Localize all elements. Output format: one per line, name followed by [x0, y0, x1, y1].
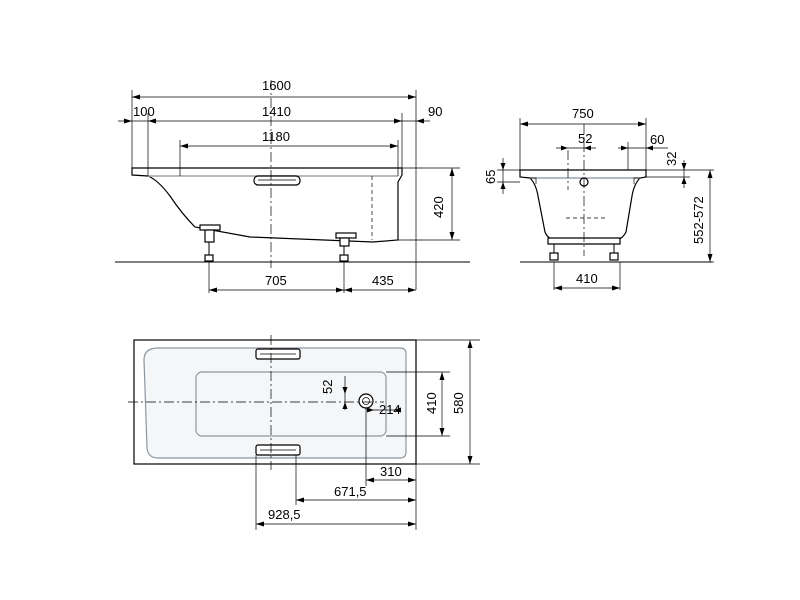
dim-end-drain-offset: 52: [556, 131, 596, 151]
plan-handle-top: [255, 348, 301, 360]
end-view: 750 52 60 65 32 552-572: [483, 106, 714, 291]
dim-plan-bottom-width: 410: [424, 372, 445, 436]
dim-plan-overall-width: 580: [451, 340, 473, 464]
dim-plan-handle-distance: 671,5: [296, 484, 416, 503]
dim-label-left-rim: 100: [133, 104, 155, 119]
side-view: 1600 100 1410 90 1180 420: [115, 78, 470, 293]
dim-label-plan-overall-distance: 928,5: [268, 507, 301, 522]
dim-label-end-width: 750: [572, 106, 594, 121]
dim-bottom-length: 1180: [180, 129, 398, 149]
tub-side-foot-left: [199, 224, 221, 262]
tub-plan-bottom: [195, 371, 387, 437]
dim-label-overall-length: 1600: [262, 78, 291, 93]
dim-label-end-rim-step: 32: [664, 152, 679, 166]
dim-label-right-rim: 90: [428, 104, 442, 119]
dim-label-height: 420: [431, 196, 446, 218]
dim-end-foot-width: 410: [554, 271, 620, 291]
dim-plan-drain-to-wall: 214: [366, 402, 401, 417]
dim-label-end-foot-width: 410: [576, 271, 598, 286]
dim-label-foot-spacing: 705: [265, 273, 287, 288]
dim-label-foot-offset: 435: [372, 273, 394, 288]
dim-end-rim-offset: 60: [618, 132, 668, 151]
dim-label-plan-drain-distance: 310: [380, 464, 402, 479]
tub-side-handle: [253, 175, 301, 186]
dim-label-bottom-length: 1180: [262, 129, 290, 144]
dim-label-end-rim-offset: 60: [650, 132, 664, 147]
dim-end-width: 750: [520, 106, 646, 127]
dim-label-plan-overall-width: 580: [451, 392, 466, 414]
dim-label-end-drain-offset: 52: [578, 131, 592, 146]
dim-inner-length: 100 1410 90: [118, 104, 442, 124]
plan-handle-bottom: [255, 444, 301, 456]
tub-side-body: [131, 167, 403, 243]
dim-label-plan-drain-to-wall: 214: [379, 402, 401, 417]
dim-label-plan-bottom-width: 410: [424, 392, 439, 414]
dim-overall-length: 1600: [132, 78, 416, 100]
dim-feet: 705 435: [209, 273, 416, 293]
dim-end-height-range: 552-572: [691, 170, 713, 262]
dim-label-plan-handle-distance: 671,5: [334, 484, 367, 499]
dim-end-rim-depth: 65: [483, 158, 506, 194]
plan-drain-icon: [358, 393, 374, 409]
dim-label-end-rim-depth: 65: [483, 170, 498, 184]
dim-plan-overall-distance: 928,5: [256, 507, 416, 527]
dim-label-plan-drain-offset: 52: [320, 380, 335, 394]
dim-plan-drain-offset: 52: [320, 376, 348, 410]
dim-plan-drain-distance: 310: [366, 464, 416, 483]
dim-label-inner-length: 1410: [262, 104, 291, 119]
tub-side-foot-right: [335, 232, 357, 262]
dim-end-rim-step: 32: [664, 152, 687, 188]
dim-height: 420: [431, 168, 455, 240]
dim-label-end-height-range: 552-572: [691, 196, 706, 244]
plan-view: 52 214 410 580 310 671,5: [128, 335, 480, 530]
tub-side-hidden-wall: [169, 195, 196, 228]
